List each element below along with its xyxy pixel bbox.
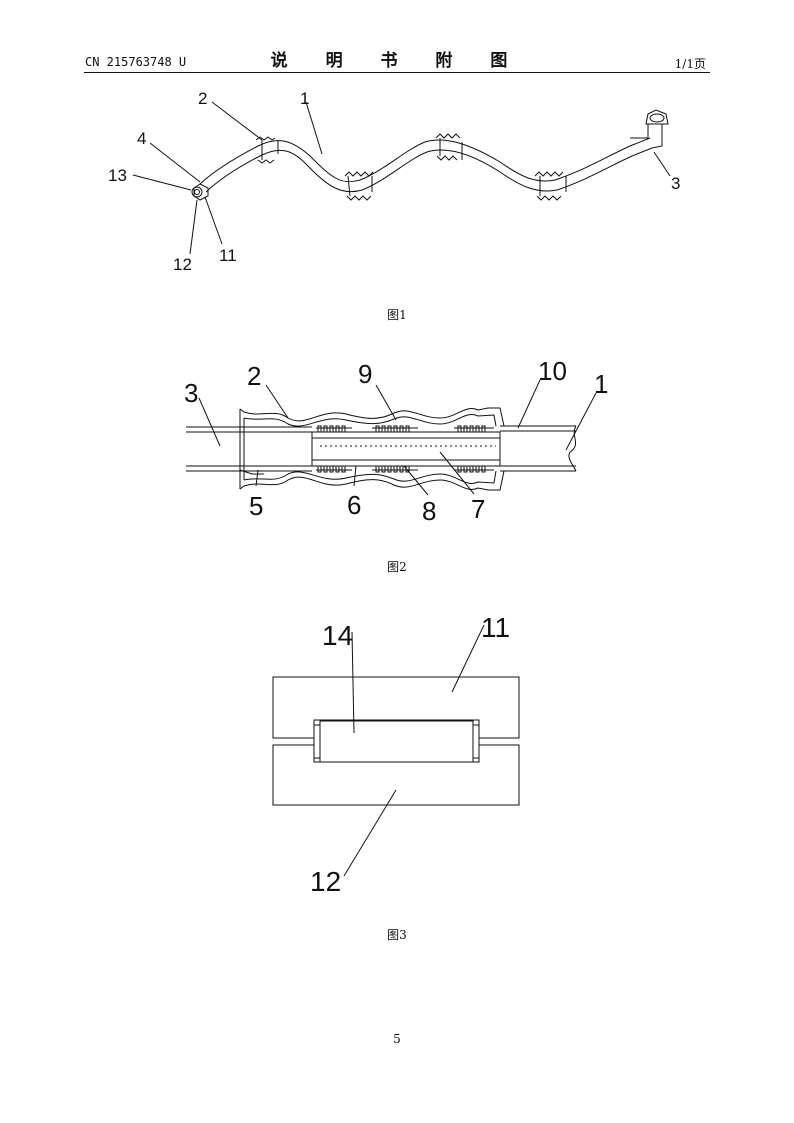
fig2-label-10: 10 xyxy=(538,356,567,386)
fig2-label-5: 5 xyxy=(249,491,263,521)
fig1-label-4: 4 xyxy=(137,129,146,148)
section-title: 说 明 书 附 图 xyxy=(270,51,524,71)
figure-1-drawing: 2 1 4 13 3 12 11 xyxy=(108,89,680,274)
fig2-label-9: 9 xyxy=(358,359,372,389)
patent-number: CN 215763748 U xyxy=(85,55,187,69)
fig2-label-6: 6 xyxy=(347,490,361,520)
fig2-label-7: 7 xyxy=(471,494,485,524)
fig1-label-11: 11 xyxy=(219,246,237,265)
fig1-label-3: 3 xyxy=(671,174,680,193)
figure-3-caption: 图3 xyxy=(387,928,407,942)
page-number: 5 xyxy=(393,1032,401,1046)
fig2-label-2: 2 xyxy=(247,361,261,391)
fig2-label-8: 8 xyxy=(422,496,436,526)
fig3-label-11: 11 xyxy=(481,612,510,643)
fig2-label-3: 3 xyxy=(184,378,198,408)
figure-2-drawing: 3 2 9 10 1 5 6 8 7 xyxy=(184,356,608,526)
figure-1-caption: 图1 xyxy=(387,308,407,322)
figure-3-drawing: 14 11 12 xyxy=(272,612,520,897)
fig1-label-12: 12 xyxy=(173,255,192,274)
figure-2-caption: 图2 xyxy=(387,560,407,574)
fig2-label-1: 1 xyxy=(594,369,608,399)
fig1-label-2: 2 xyxy=(198,89,207,108)
page-info: 1/1页 xyxy=(674,57,706,71)
fig3-label-12: 12 xyxy=(310,866,341,897)
fig1-label-1: 1 xyxy=(300,89,309,108)
fig3-label-14: 14 xyxy=(322,620,353,651)
fig1-label-13: 13 xyxy=(108,166,127,185)
header-rule xyxy=(84,72,710,73)
